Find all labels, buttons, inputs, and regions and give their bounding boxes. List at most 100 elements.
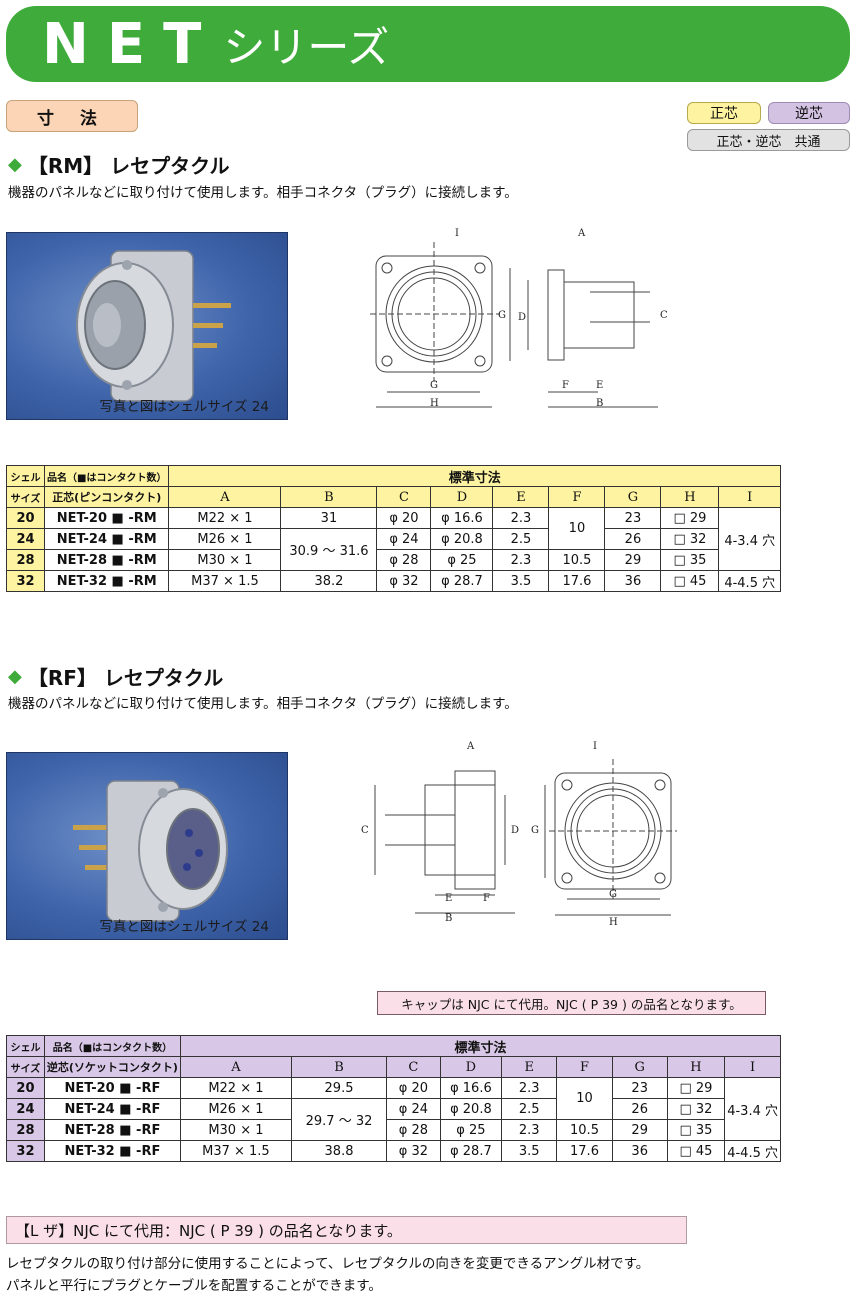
rf-r2-e: 2.3 xyxy=(501,1119,558,1141)
rm-r1-e: 2.5 xyxy=(492,528,550,550)
rf-heading: ◆ 【RF】 レセプタクル xyxy=(8,662,223,691)
table-row: 24 NET-24 ■ -RF M26 × 1 29.7 ～ 32 φ 24 φ… xyxy=(6,1098,781,1141)
rm-col-h: H xyxy=(660,486,720,508)
rm-r1-c: φ 24 xyxy=(376,528,432,550)
rf-r3-c: φ 32 xyxy=(386,1140,441,1162)
rf-photo-caption: 写真と図はシェルサイズ 24 xyxy=(99,919,269,935)
rf-label-g-side: G xyxy=(531,825,539,836)
lza-title: 【L ザ】NJC にて代用：NJC ( P 39 ) の品名となります。 xyxy=(6,1216,687,1244)
rm-r2-a: M30 × 1 xyxy=(168,549,282,571)
rf-merged-i: 4-3.4 穴 xyxy=(724,1077,781,1141)
rm-heading-text: 【RM】 レセプタクル xyxy=(27,154,230,178)
rm-r3-c: φ 32 xyxy=(376,570,432,592)
rm-merged-i: 4-3.4 穴 xyxy=(718,507,781,571)
rf-r1-c: φ 24 xyxy=(386,1098,441,1120)
rf-label-d: D xyxy=(511,825,519,836)
rm-r0-b: 31 xyxy=(280,507,378,529)
rf-r0-e: 2.3 xyxy=(501,1077,558,1099)
rm-r3-e: 3.5 xyxy=(492,570,550,592)
series-code: NET xyxy=(42,11,220,77)
rm-r0-e: 2.3 xyxy=(492,507,550,529)
rm-heading: ◆ 【RM】 レセプタクル xyxy=(8,150,230,179)
rm-label-e: E xyxy=(596,380,603,391)
rf-col-h: H xyxy=(666,1056,726,1078)
rm-col-b: B xyxy=(280,486,378,508)
table-row: 28 NET-28 ■ -RF M30 × 1 φ 28 φ 25 2.3 10… xyxy=(6,1119,781,1141)
rf-col-c: C xyxy=(386,1056,441,1078)
rm-r1-name: NET-24 ■ -RM xyxy=(43,528,170,550)
dimensions-tab: 寸 法 xyxy=(6,100,138,132)
rm-contact-type: 正芯(ピンコンタクト) xyxy=(43,486,170,508)
rf-std-header: 標準寸法 xyxy=(179,1035,782,1057)
rm-col-i: I xyxy=(718,486,781,508)
rm-label-b: B xyxy=(596,398,603,409)
rf-shell-header-1: シェル xyxy=(6,1035,45,1057)
rf-name-header: 品名（■はコンタクト数） xyxy=(43,1035,181,1057)
rf-r3-i: 4-4.5 穴 xyxy=(724,1140,781,1162)
rm-col-d: D xyxy=(430,486,494,508)
rm-label-h: H xyxy=(430,398,439,409)
series-title-bar: NET シリーズ xyxy=(6,6,850,82)
table-row: 20 NET-20 ■ -RF M22 × 1 29.5 φ 20 φ 16.6… xyxy=(6,1077,781,1141)
rf-photo: 写真と図はシェルサイズ 24 xyxy=(6,752,288,940)
rf-col-g: G xyxy=(611,1056,668,1078)
rf-r1-name: NET-24 ■ -RF xyxy=(43,1098,181,1120)
rf-dimension-table: シェル 品名（■はコンタクト数） 標準寸法 サイズ 逆芯(ソケットコンタクト) … xyxy=(6,1035,782,1162)
table-row: 24 NET-24 ■ -RM M26 × 1 30.9 ～ 31.6 φ 24… xyxy=(6,528,781,571)
rm-r2-d: φ 25 xyxy=(430,549,494,571)
rf-col-a: A xyxy=(179,1056,292,1078)
rf-r0-g: 23 xyxy=(611,1077,668,1099)
rm-r2-g: 29 xyxy=(604,549,662,571)
rm-r1-h: □ 32 xyxy=(660,528,720,550)
rm-r2-size: 28 xyxy=(6,549,45,571)
rm-photo: 写真と図はシェルサイズ 24 xyxy=(6,232,288,420)
rf-r2-name: NET-28 ■ -RF xyxy=(43,1119,181,1141)
rm-shell-header-1: シェル xyxy=(6,465,45,487)
rm-r2-c: φ 28 xyxy=(376,549,432,571)
series-suffix: シリーズ xyxy=(223,22,390,72)
lza-line-1: レセプタクルの取り付け部分に使用することによって、レセプタクルの向きを変更できる… xyxy=(6,1256,650,1272)
rm-r0-h: □ 29 xyxy=(660,507,720,529)
rm-r3-size: 32 xyxy=(6,570,45,592)
rm-r1-a: M26 × 1 xyxy=(168,528,282,550)
rf-col-i: I xyxy=(724,1056,781,1078)
rf-label-e: E xyxy=(445,893,452,904)
table-row: 32 NET-32 ■ -RF M37 × 1.5 38.8 φ 32 φ 28… xyxy=(6,1140,781,1162)
rm-r2-f: 10.5 xyxy=(548,549,606,571)
rm-r2-e: 2.3 xyxy=(492,549,550,571)
rf-r1-d: φ 20.8 xyxy=(439,1098,503,1120)
rm-r0-d: φ 16.6 xyxy=(430,507,494,529)
rf-label-f: F xyxy=(483,893,490,904)
rm-col-c: C xyxy=(376,486,432,508)
rm-r3-f: 17.6 xyxy=(548,570,606,592)
rm-r3-d: φ 28.7 xyxy=(430,570,494,592)
rf-r2-f: 10.5 xyxy=(556,1119,613,1141)
rm-description: 機器のパネルなどに取り付けて使用します。相手コネクタ（プラグ）に接続します。 xyxy=(8,185,518,201)
rm-r2-h: □ 35 xyxy=(660,549,720,571)
rm-r3-g: 36 xyxy=(604,570,662,592)
table-row: 20 NET-20 ■ -RM M22 × 1 31 φ 20 φ 16.6 2… xyxy=(6,507,781,571)
rf-r2-size: 28 xyxy=(6,1119,45,1141)
rm-merged-f: 10 xyxy=(548,507,606,550)
rm-r0-size: 20 xyxy=(6,507,45,529)
rm-r3-i: 4-4.5 穴 xyxy=(718,570,781,592)
rm-r0-name: NET-20 ■ -RM xyxy=(43,507,170,529)
rf-r3-size: 32 xyxy=(6,1140,45,1162)
rm-r0-a: M22 × 1 xyxy=(168,507,282,529)
common-badge: 正芯・逆芯 共通 xyxy=(687,129,850,151)
rm-shell-header-2: サイズ xyxy=(6,486,45,508)
rm-photo-caption: 写真と図はシェルサイズ 24 xyxy=(99,399,269,415)
rm-col-g: G xyxy=(604,486,662,508)
rf-contact-type: 逆芯(ソケットコンタクト) xyxy=(43,1056,181,1078)
rm-label-c: C xyxy=(660,310,668,321)
rf-label-b: B xyxy=(445,913,452,924)
rf-col-f: F xyxy=(556,1056,613,1078)
rm-col-e: E xyxy=(492,486,550,508)
rf-r2-c: φ 28 xyxy=(386,1119,441,1141)
rm-connector-image xyxy=(76,250,231,402)
rf-r0-d: φ 16.6 xyxy=(439,1077,503,1099)
rf-connector-image xyxy=(73,780,228,922)
rf-label-g-bottom: G xyxy=(609,889,617,900)
rf-shell-header-2: サイズ xyxy=(6,1056,45,1078)
rm-label-d: D xyxy=(518,312,526,323)
